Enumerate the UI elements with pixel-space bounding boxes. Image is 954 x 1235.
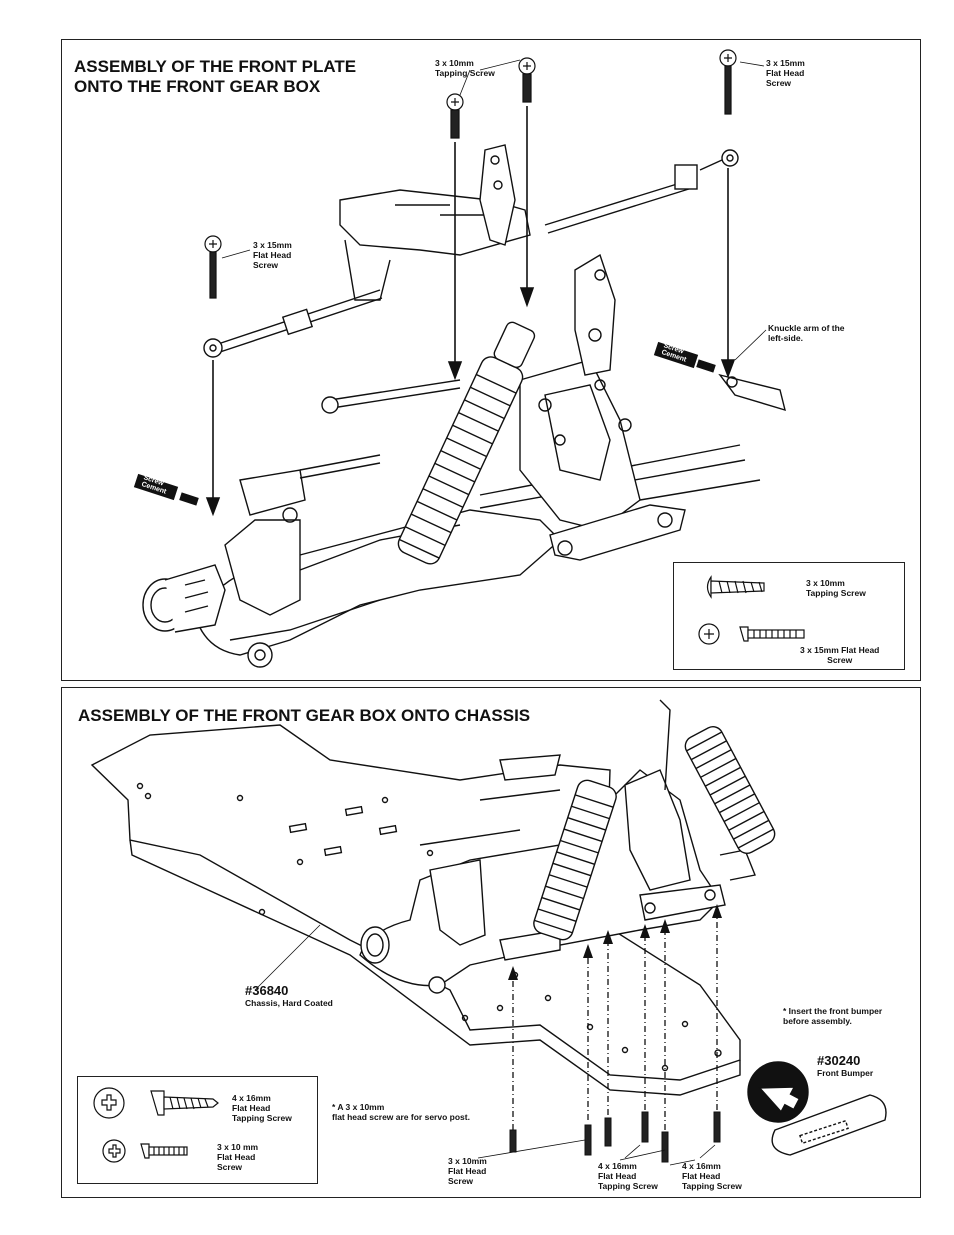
top-panel-title: ASSEMBLY OF THE FRONT PLATE ONTO THE FRO… (74, 57, 357, 96)
top-legend-item2: 3 x 15mm Flat Head Screw (800, 645, 880, 665)
tapping-4x16-b-label: 4 x 16mm Flat Head Tapping Screw (682, 1161, 742, 1191)
top-legend-item1: 3 x 10mm Tapping Screw (806, 578, 866, 598)
chassis-name: Chassis, Hard Coated (245, 998, 333, 1008)
bottom-legend-box: 4 x 16mm Flat Head Tapping Screw 3 x 10 … (77, 1076, 318, 1184)
tapping-screw-top-label: 3 x 10mm Tapping Screw (435, 58, 495, 78)
flat-head-right-label: 3 x 15mm Flat Head Screw (766, 58, 805, 88)
bumper-part-number: #30240 (817, 1053, 861, 1068)
knuckle-arm-label: Knuckle arm of the left-side. (768, 323, 845, 343)
bumper-note: * Insert the front bumper before assembl… (783, 1006, 883, 1026)
chassis-part-number: #36840 (245, 983, 289, 998)
bottom-panel-title: ASSEMBLY OF THE FRONT GEAR BOX ONTO CHAS… (78, 706, 531, 725)
bumper-name: Front Bumper (817, 1068, 874, 1078)
bottom-legend-icons (93, 1087, 219, 1163)
tapping-4x16-a-label: 4 x 16mm Flat Head Tapping Screw (598, 1161, 658, 1191)
servo-note: * A 3 x 10mm flat head screw are for ser… (332, 1102, 470, 1122)
bottom-legend-item2: 3 x 10 mm Flat Head Screw (217, 1142, 259, 1172)
flat-head-3x10-label: 3 x 10mm Flat Head Screw (448, 1156, 487, 1186)
bottom-legend-item1: 4 x 16mm Flat Head Tapping Screw (232, 1093, 292, 1123)
top-legend-icons (698, 575, 805, 645)
flat-head-left-label: 3 x 15mm Flat Head Screw (253, 240, 292, 270)
top-assembly-drawing (133, 49, 786, 668)
top-legend-box: 3 x 10mm Tapping Screw 3 x 15mm Flat Hea… (673, 562, 905, 670)
